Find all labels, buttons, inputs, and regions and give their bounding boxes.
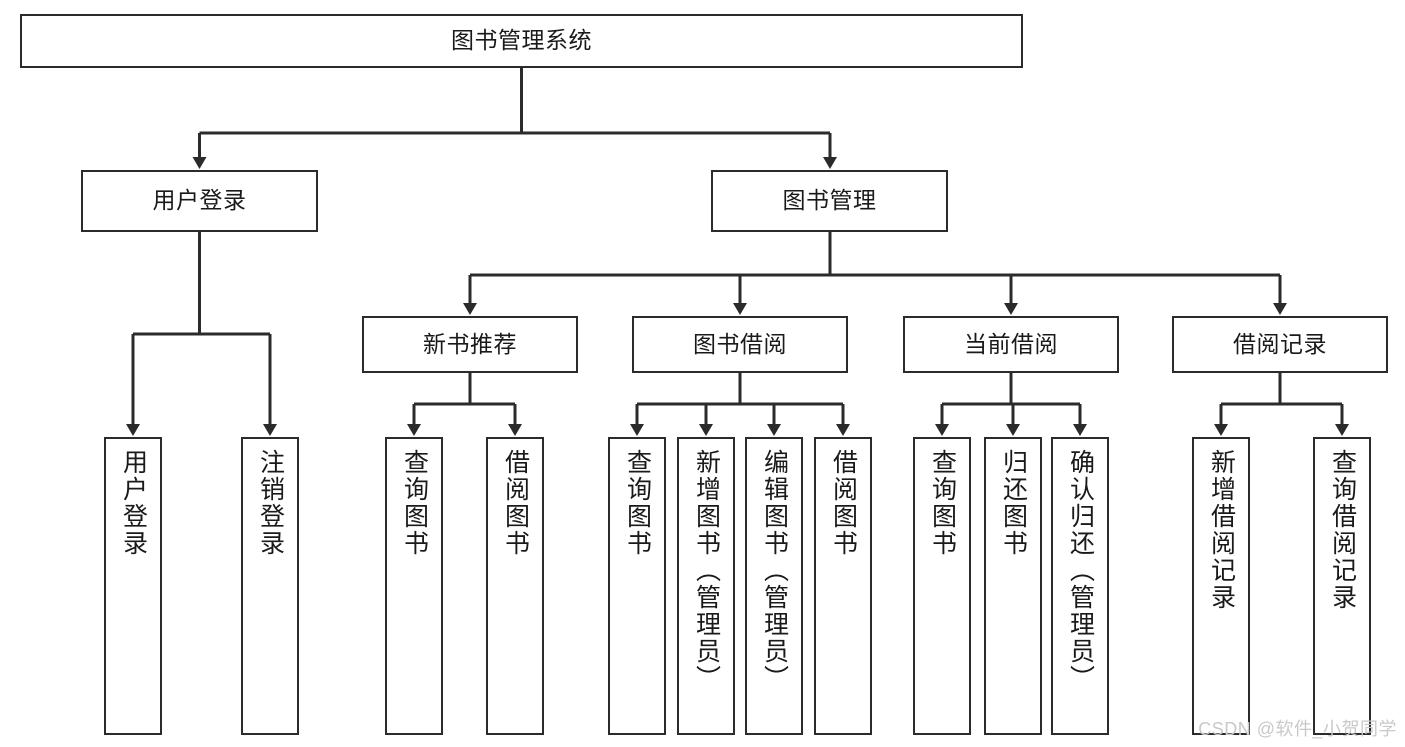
- leaf-add-book-admin[interactable]: 新增图书（管理员）: [677, 437, 735, 735]
- node-label: 注销登录: [256, 449, 285, 557]
- node-label: 借阅图书: [501, 449, 530, 557]
- node-label: 新书推荐: [423, 330, 517, 357]
- node-root-system[interactable]: 图书管理系统: [20, 14, 1023, 68]
- node-label: 查询图书: [928, 449, 957, 557]
- node-label: 查询图书: [623, 449, 652, 557]
- node-new-book-recommend[interactable]: 新书推荐: [362, 316, 578, 373]
- leaf-return-book[interactable]: 归还图书: [984, 437, 1042, 735]
- leaf-edit-book-admin[interactable]: 编辑图书（管理员）: [745, 437, 803, 735]
- node-label: 借阅记录: [1233, 330, 1327, 357]
- leaf-borrow-book-new[interactable]: 借阅图书: [486, 437, 544, 735]
- node-label: 图书借阅: [693, 330, 787, 357]
- leaf-user-logout[interactable]: 注销登录: [241, 437, 299, 735]
- leaf-query-book-new[interactable]: 查询图书: [385, 437, 443, 735]
- leaf-user-login[interactable]: 用户登录: [104, 437, 162, 735]
- csdn-watermark: CSDN @软件_小贺同学: [1198, 719, 1397, 739]
- node-label: 图书管理系统: [451, 27, 592, 54]
- node-book-manage[interactable]: 图书管理: [711, 170, 948, 232]
- leaf-query-borrow-record[interactable]: 查询借阅记录: [1313, 437, 1371, 735]
- node-label: 确认归还（管理员）: [1066, 449, 1095, 692]
- node-user-login[interactable]: 用户登录: [81, 170, 318, 232]
- leaf-add-borrow-record[interactable]: 新增借阅记录: [1192, 437, 1250, 735]
- node-label: 借阅图书: [829, 449, 858, 557]
- node-label: 编辑图书（管理员）: [760, 449, 789, 692]
- node-label: 查询借阅记录: [1328, 449, 1357, 611]
- node-label: 查询图书: [400, 449, 429, 557]
- leaf-borrow-book[interactable]: 借阅图书: [814, 437, 872, 735]
- node-current-borrow[interactable]: 当前借阅: [903, 316, 1119, 373]
- node-label: 用户登录: [119, 449, 148, 557]
- node-borrow-record[interactable]: 借阅记录: [1172, 316, 1388, 373]
- node-label: 当前借阅: [964, 330, 1058, 357]
- node-label: 图书管理: [782, 187, 877, 214]
- leaf-confirm-return-admin[interactable]: 确认归还（管理员）: [1051, 437, 1109, 735]
- leaf-query-book-borrow[interactable]: 查询图书: [608, 437, 666, 735]
- node-label: 用户登录: [152, 187, 247, 214]
- node-label: 归还图书: [999, 449, 1028, 557]
- node-book-borrow[interactable]: 图书借阅: [632, 316, 848, 373]
- leaf-query-book-current[interactable]: 查询图书: [913, 437, 971, 735]
- node-label: 新增借阅记录: [1207, 449, 1236, 611]
- node-label: 新增图书（管理员）: [692, 449, 721, 692]
